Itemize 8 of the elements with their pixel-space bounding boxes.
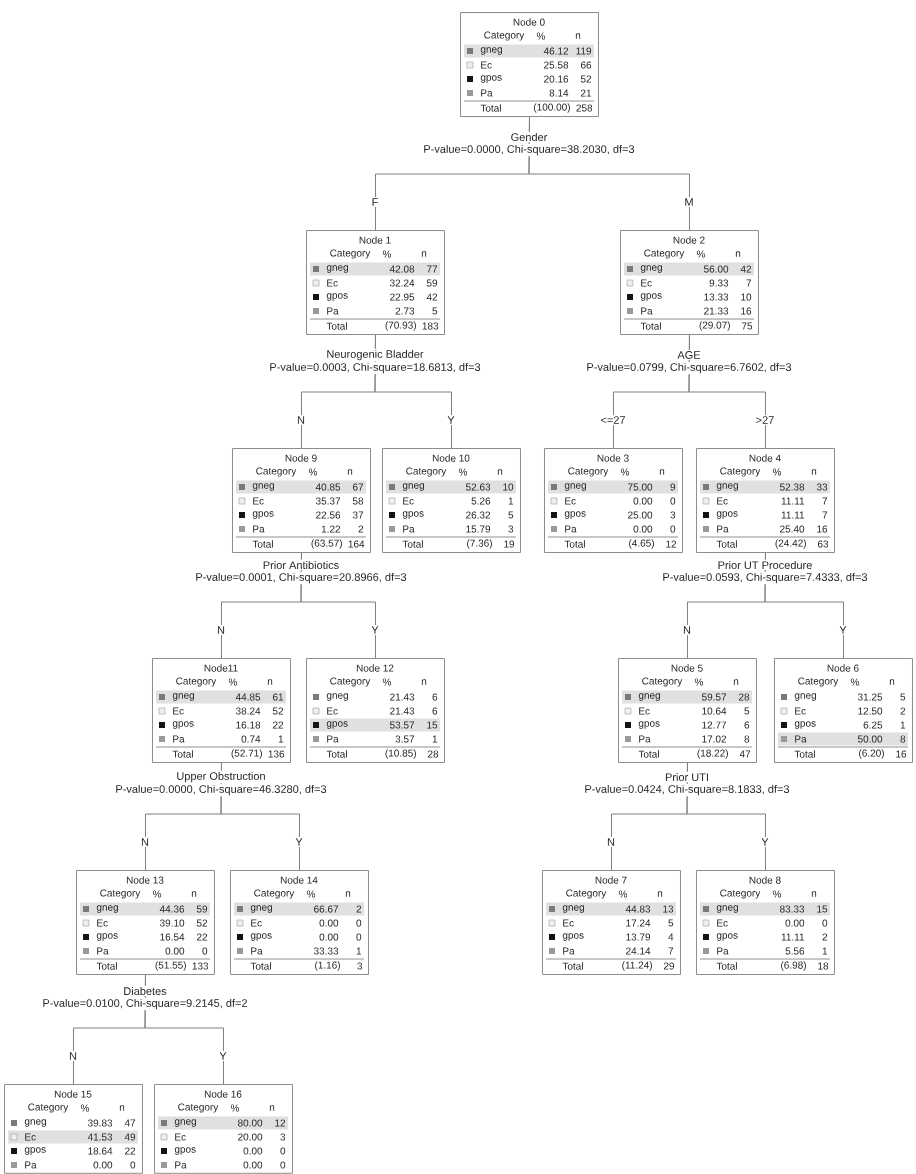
- connector-line: [220, 762, 300, 871]
- connector-line: [300, 552, 376, 659]
- connector-line: [374, 334, 452, 449]
- connector-line: [688, 334, 766, 449]
- connector-line: [528, 116, 690, 231]
- connector-line: [764, 552, 844, 659]
- connector-line: [144, 974, 224, 1085]
- connector-line: [686, 762, 766, 871]
